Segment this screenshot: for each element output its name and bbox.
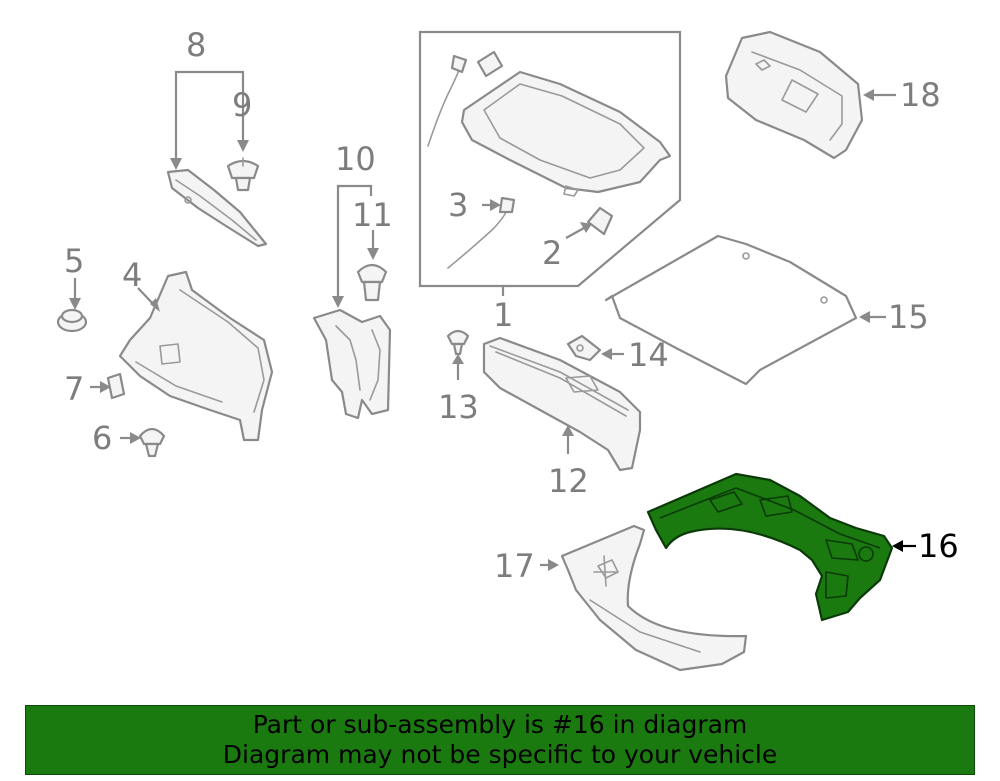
part-7-pad (106, 372, 126, 400)
callout-1: 1 (493, 296, 513, 334)
callout-2: 2 (542, 234, 562, 272)
part-18-storage-tray (724, 30, 864, 160)
callout-7: 7 (64, 370, 84, 408)
callout-9: 9 (232, 86, 252, 124)
callout-3: 3 (448, 186, 468, 224)
callout-14: 14 (628, 336, 669, 374)
part-4-side-trim-panel (118, 270, 274, 442)
part-16-trunk-organizer (646, 472, 894, 622)
part-8-trim-strip (166, 168, 268, 248)
part-12-scuff-plate (482, 336, 642, 472)
part-6-push-clip (138, 427, 166, 458)
part-15-cargo-mat (604, 234, 858, 386)
callout-13: 13 (438, 388, 479, 426)
parts-diagram: 8 9 4 5 7 6 10 11 (56, 26, 959, 672)
callout-18: 18 (900, 76, 941, 114)
part-5-grommet (56, 308, 88, 333)
part-1-package-tray-box (418, 30, 682, 288)
callout-11: 11 (352, 196, 393, 234)
info-banner: Part or sub-assembly is #16 in diagram D… (25, 705, 975, 775)
callout-15: 15 (888, 298, 929, 336)
callout-16: 16 (918, 527, 959, 565)
part-3-strap (498, 196, 516, 214)
callout-4: 4 (122, 256, 142, 294)
part-9-push-clip (226, 157, 260, 192)
part-13-clip (446, 329, 470, 356)
banner-line-1: Part or sub-assembly is #16 in diagram (252, 710, 748, 739)
callout-8: 8 (186, 26, 206, 64)
callout-17: 17 (494, 547, 535, 585)
callout-6: 6 (92, 419, 112, 457)
callout-12: 12 (548, 462, 589, 500)
banner-line-2: Diagram may not be specific to your vehi… (222, 740, 778, 769)
callout-10: 10 (335, 140, 376, 178)
part-11-push-clip (356, 263, 388, 302)
part-14-hook (566, 334, 602, 362)
callout-5: 5 (64, 242, 84, 280)
part-2-pad (586, 206, 614, 236)
part-10-trim-bracket (312, 308, 392, 420)
part-17-spare-tire-tray (560, 524, 748, 672)
